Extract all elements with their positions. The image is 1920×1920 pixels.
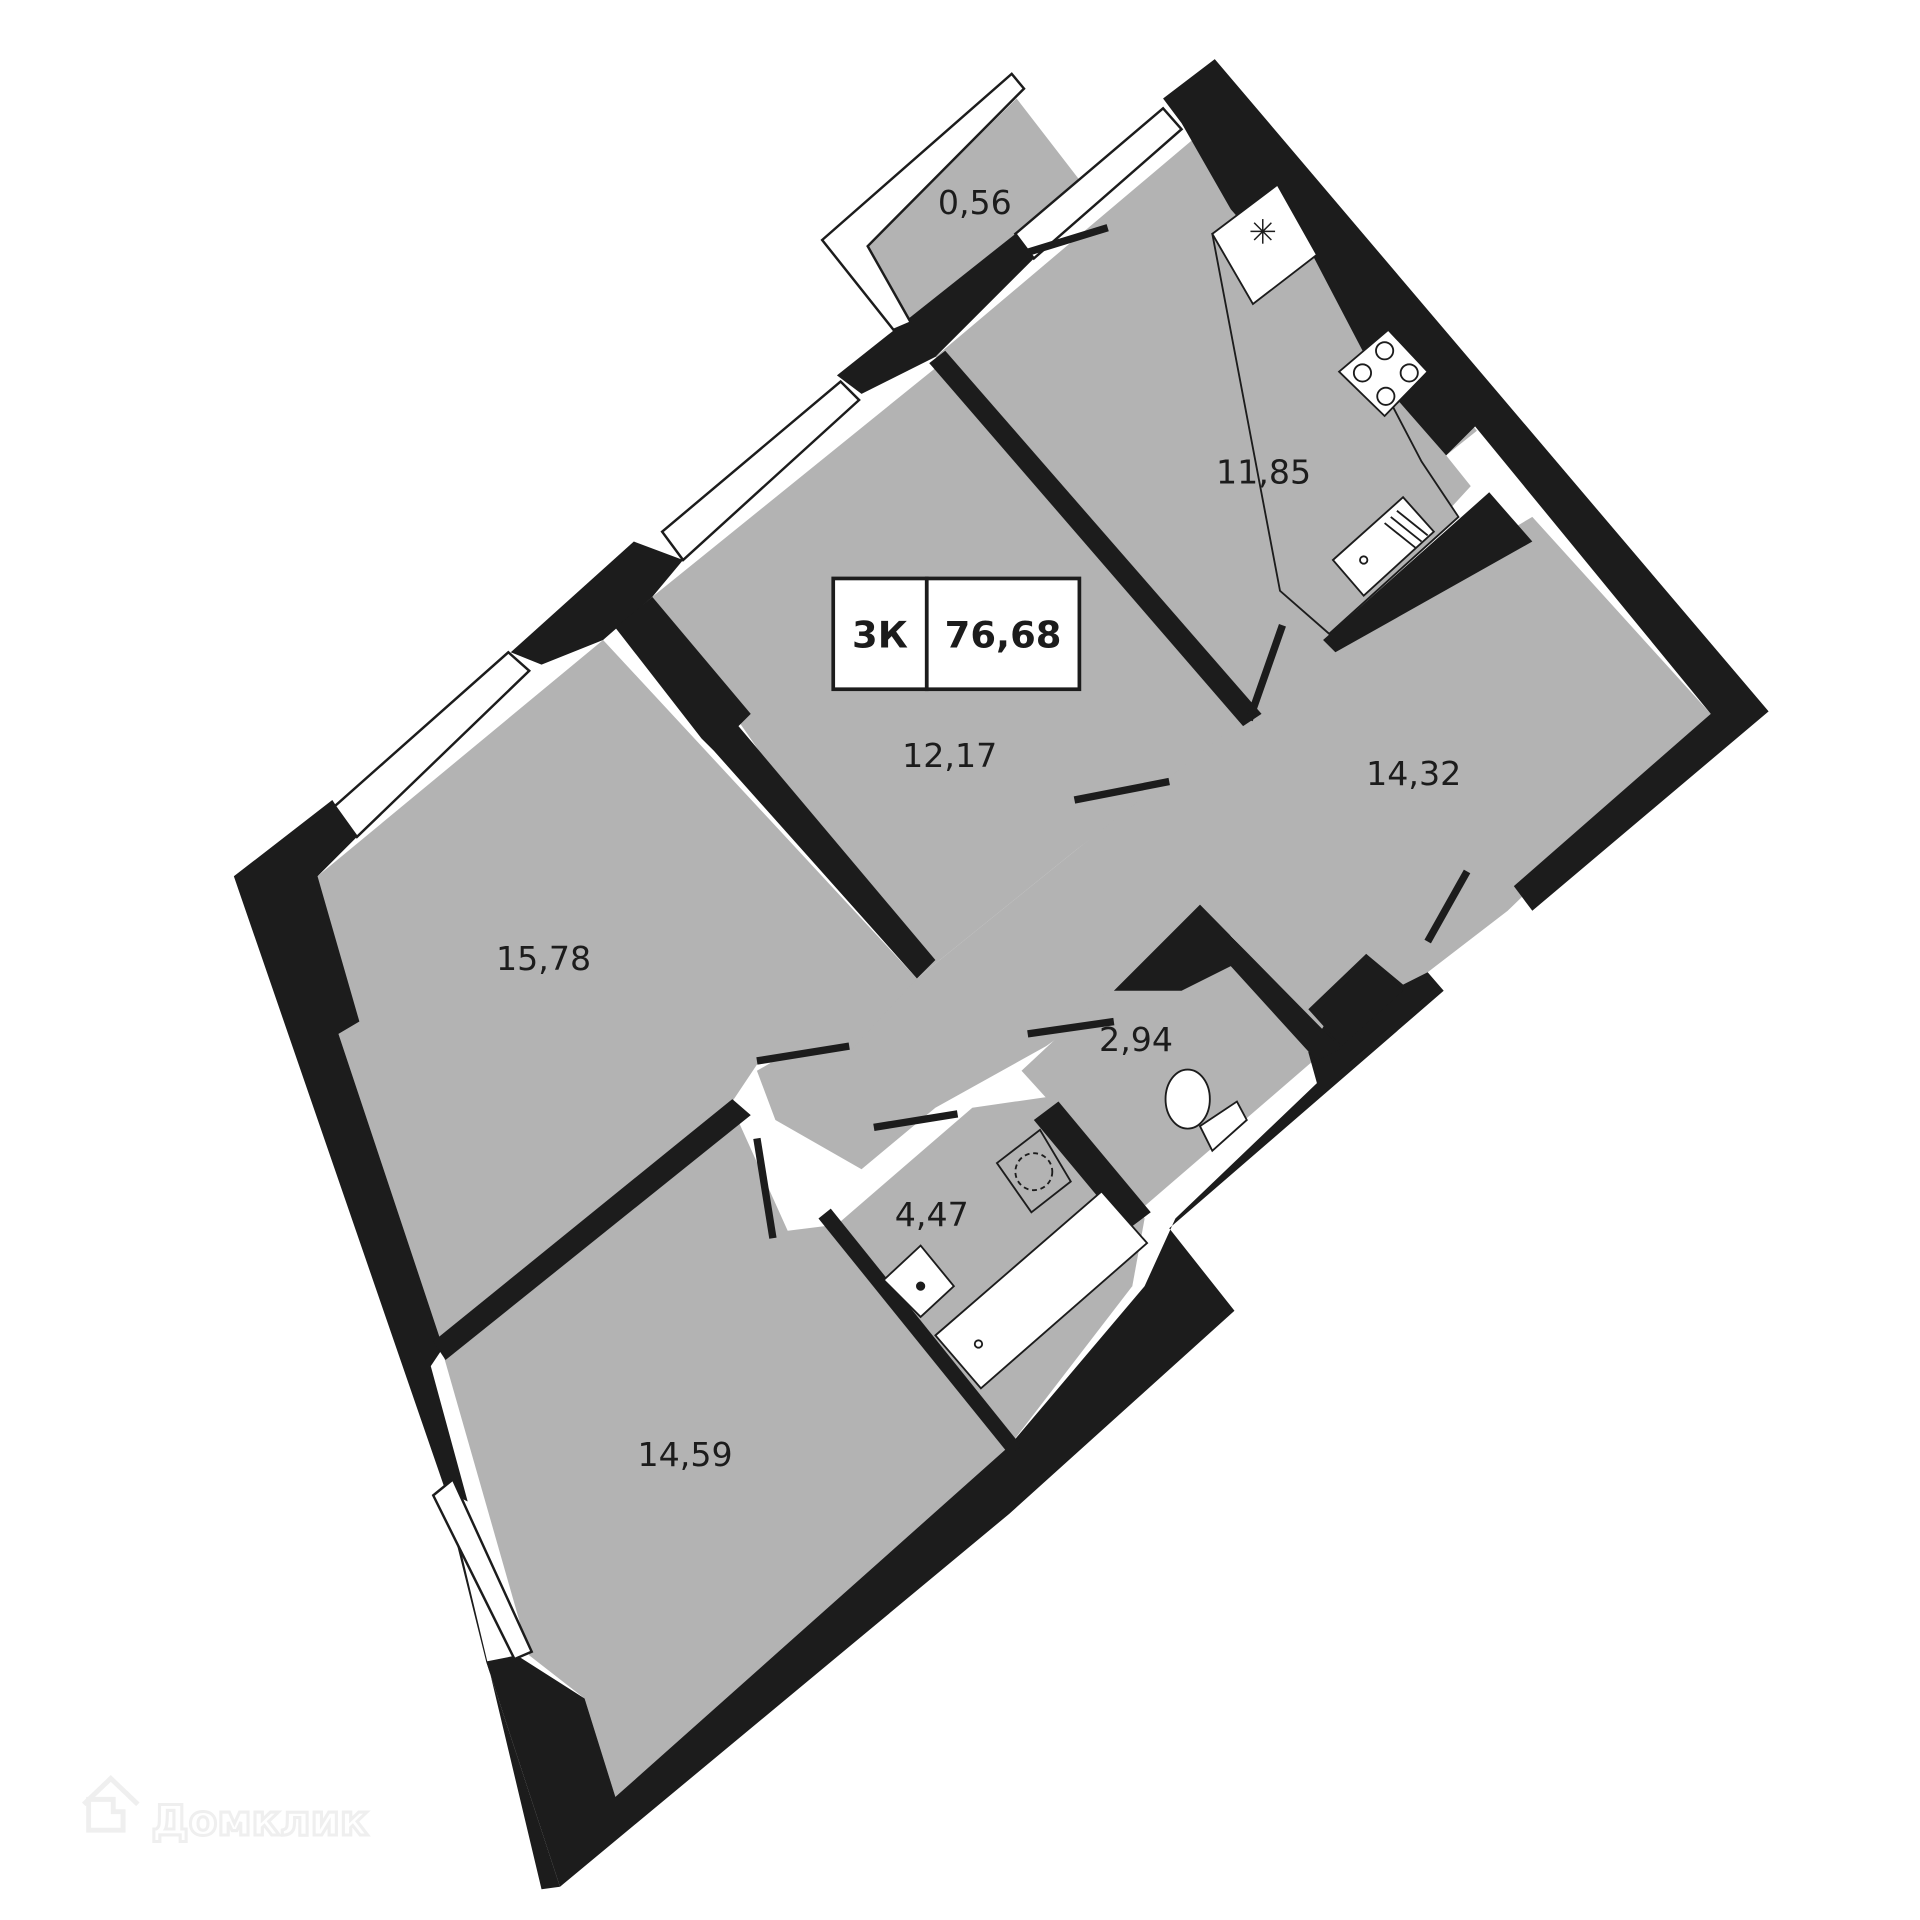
door-bedroom-left	[756, 1042, 850, 1065]
badge-type-box	[831, 576, 929, 692]
wall-toilet-core	[1113, 904, 1342, 1061]
room-area-bathroom: 4,47	[895, 1195, 969, 1234]
wall-bedrooms	[615, 596, 936, 979]
sink-drain-icon	[1359, 555, 1369, 565]
toilet-tank-icon	[1198, 1100, 1248, 1153]
fridge	[1211, 183, 1319, 306]
bathtub-drain-icon	[973, 1339, 984, 1349]
wall-kitchen-bedroom	[929, 350, 1262, 727]
windows	[333, 72, 1184, 1661]
sink-drainboard-icon	[1384, 510, 1429, 549]
sink	[1331, 495, 1436, 598]
wall-column-right	[1308, 953, 1404, 1047]
door-bedroom-bottom	[753, 1137, 777, 1239]
window-bedroom-middle	[660, 379, 861, 562]
room-area-bedroom-bottom: 14,59	[638, 1435, 733, 1474]
toilet-fixture	[1164, 1068, 1248, 1153]
bathroom-fixtures	[0, 0, 1149, 1390]
room-area-kitchen: 11,85	[1216, 453, 1311, 492]
room-area-toilet: 2,94	[1099, 1020, 1173, 1059]
bathtub	[934, 1190, 1149, 1390]
washing-machine-icon	[1014, 1152, 1054, 1192]
watermark-text: Домклик	[151, 1796, 368, 1845]
door-toilet	[1027, 1017, 1115, 1038]
room-area-bedroom-left: 15,78	[496, 939, 591, 978]
door-kitchen	[1245, 624, 1286, 722]
room-area-bedroom-middle: 12,17	[902, 736, 997, 775]
door-entrance	[1424, 869, 1471, 944]
door-bathroom	[873, 1110, 959, 1132]
watermark: Домклик	[81, 1775, 370, 1847]
stove	[1337, 328, 1429, 418]
washbasin-drain-icon	[916, 1281, 926, 1291]
door-balcony	[1026, 224, 1109, 256]
bedroom-bottom-floor	[443, 1107, 1010, 1797]
balcony-floor	[867, 98, 1084, 320]
apartment-type: 3К	[852, 613, 908, 656]
stove-burners-icon	[1352, 341, 1419, 406]
window-balcony	[820, 72, 1026, 332]
apartment-total-area: 76,68	[945, 613, 1062, 656]
wall-outer-southeast	[486, 953, 1444, 1887]
toilet-bowl-icon	[1164, 1068, 1211, 1130]
room-area-hallway: 14,32	[1366, 754, 1461, 793]
wall-outer-northwest-2	[836, 233, 1034, 394]
wall-left-bottom	[433, 1099, 751, 1360]
bathtub-inner	[0, 0, 1, 1]
fan-icon	[1250, 219, 1276, 244]
washbasin	[882, 1244, 956, 1319]
washing-machine	[995, 1128, 1072, 1214]
wall-bath-toilet	[1033, 1101, 1151, 1231]
wall-kitchen-hall	[1323, 492, 1533, 653]
window-bedroom-bottom	[431, 1477, 534, 1661]
kitchen-fixtures	[1211, 183, 1460, 636]
wall-outer-northwest-1	[510, 541, 684, 665]
wall-bath-left	[818, 1208, 1022, 1455]
badge-area-box	[924, 576, 1082, 692]
apartment-badge: 3К 76,68	[831, 576, 1082, 692]
wall-outer-west	[233, 800, 560, 1890]
doors	[753, 224, 1471, 1239]
bedroom-left-floor	[317, 640, 917, 1348]
hallway-floor	[756, 516, 1711, 1170]
house-logo-icon	[81, 1775, 140, 1833]
window-bedroom-left	[333, 650, 532, 839]
room-area-balcony: 0,56	[938, 183, 1012, 222]
door-bedroom-middle	[1073, 777, 1170, 804]
